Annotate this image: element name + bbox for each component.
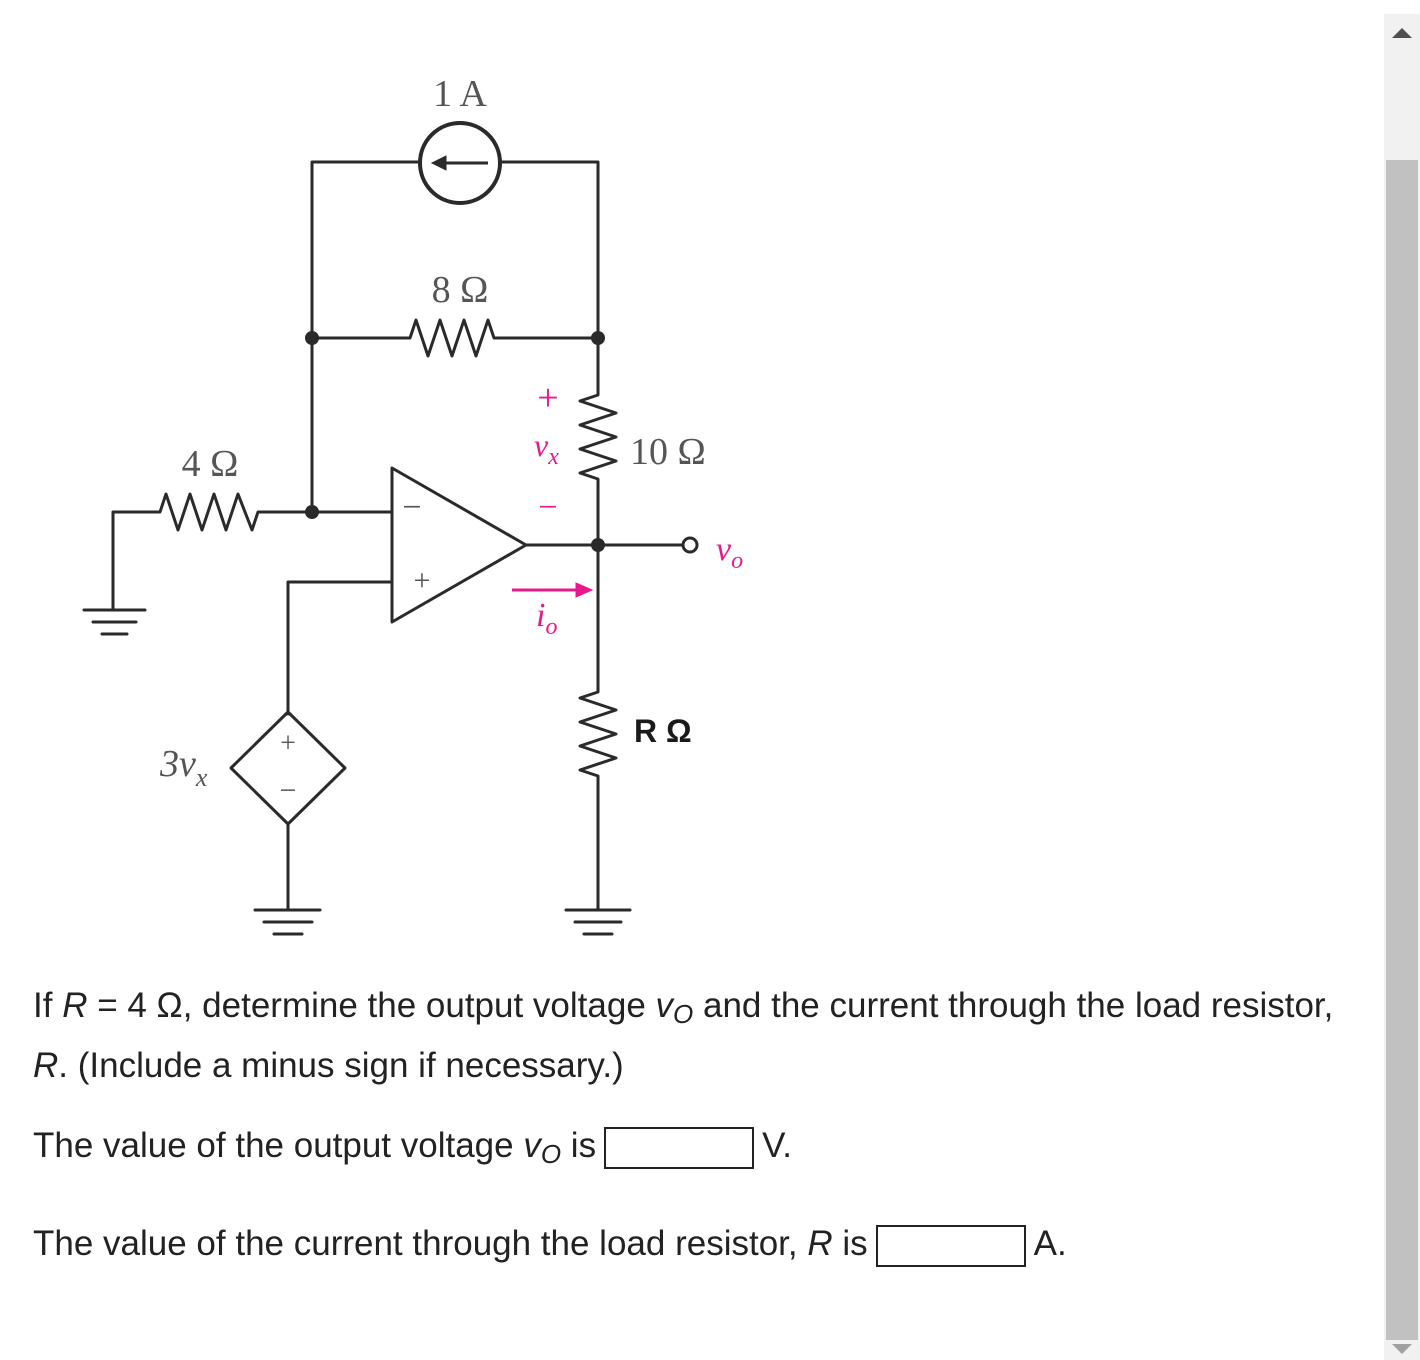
label-vo: vo (716, 531, 743, 574)
vertical-scrollbar[interactable] (1384, 14, 1420, 1360)
scroll-up-arrow-icon[interactable] (1392, 28, 1412, 38)
wire-top-right (500, 160, 600, 340)
resistor-8-ohm (310, 318, 600, 358)
vo-terminal (681, 536, 699, 554)
scroll-down-arrow-icon[interactable] (1392, 1344, 1412, 1354)
ground-middle (253, 908, 322, 936)
label-dep-source: 3vx (159, 743, 208, 792)
label-r4: 4 Ω (182, 443, 239, 485)
answer-row-current: The value of the current through the loa… (33, 1218, 1373, 1270)
resistor-4-ohm (111, 492, 394, 607)
resistor-10-ohm (578, 336, 618, 547)
circuit-diagram: 1 A 8 Ω 10 Ω 4 Ω 3vx − + + − + vx − io v… (82, 73, 743, 936)
label-current-source: 1 A (433, 73, 487, 115)
var-vo: v (655, 986, 674, 1025)
label-r-load: R Ω (634, 713, 692, 749)
wire-noninverting (286, 580, 394, 716)
node-dot (305, 505, 319, 519)
label-r8: 8 Ω (432, 269, 489, 311)
node-dot (591, 538, 605, 552)
voltage-unit: V. (762, 1126, 792, 1165)
arrow-left-icon (430, 155, 488, 171)
current-source-1a (418, 121, 502, 205)
current-answer-input[interactable] (875, 1224, 1026, 1267)
scrollbar-thumb[interactable] (1386, 160, 1418, 1340)
opamp-plus: + (414, 564, 431, 597)
ground-right (564, 908, 632, 936)
vx-plus: + (537, 377, 558, 419)
question-text: If R = 4 Ω, determine the output voltage… (33, 986, 1334, 1085)
var-r: R (62, 986, 88, 1025)
label-io: io (536, 597, 557, 640)
wire-top-left (310, 160, 422, 340)
dep-plus: + (280, 728, 296, 759)
current-unit: A. (1033, 1224, 1067, 1263)
op-amp (390, 466, 528, 624)
opamp-minus: − (402, 489, 421, 526)
var-r: R (33, 1046, 59, 1085)
label-r10: 10 Ω (630, 431, 706, 473)
node-dot (305, 331, 319, 345)
label-vx: vx (534, 427, 559, 470)
io-arrow-icon (512, 582, 594, 598)
question-content: 1 A 8 Ω 10 Ω 4 Ω 3vx − + + − + vx − io v… (33, 73, 1373, 1270)
ground-left (82, 608, 147, 636)
vx-minus: − (538, 489, 557, 526)
dep-minus: − (280, 774, 297, 807)
node-dot (591, 331, 605, 345)
resistor-load (578, 543, 618, 907)
voltage-answer-input[interactable] (604, 1126, 755, 1169)
